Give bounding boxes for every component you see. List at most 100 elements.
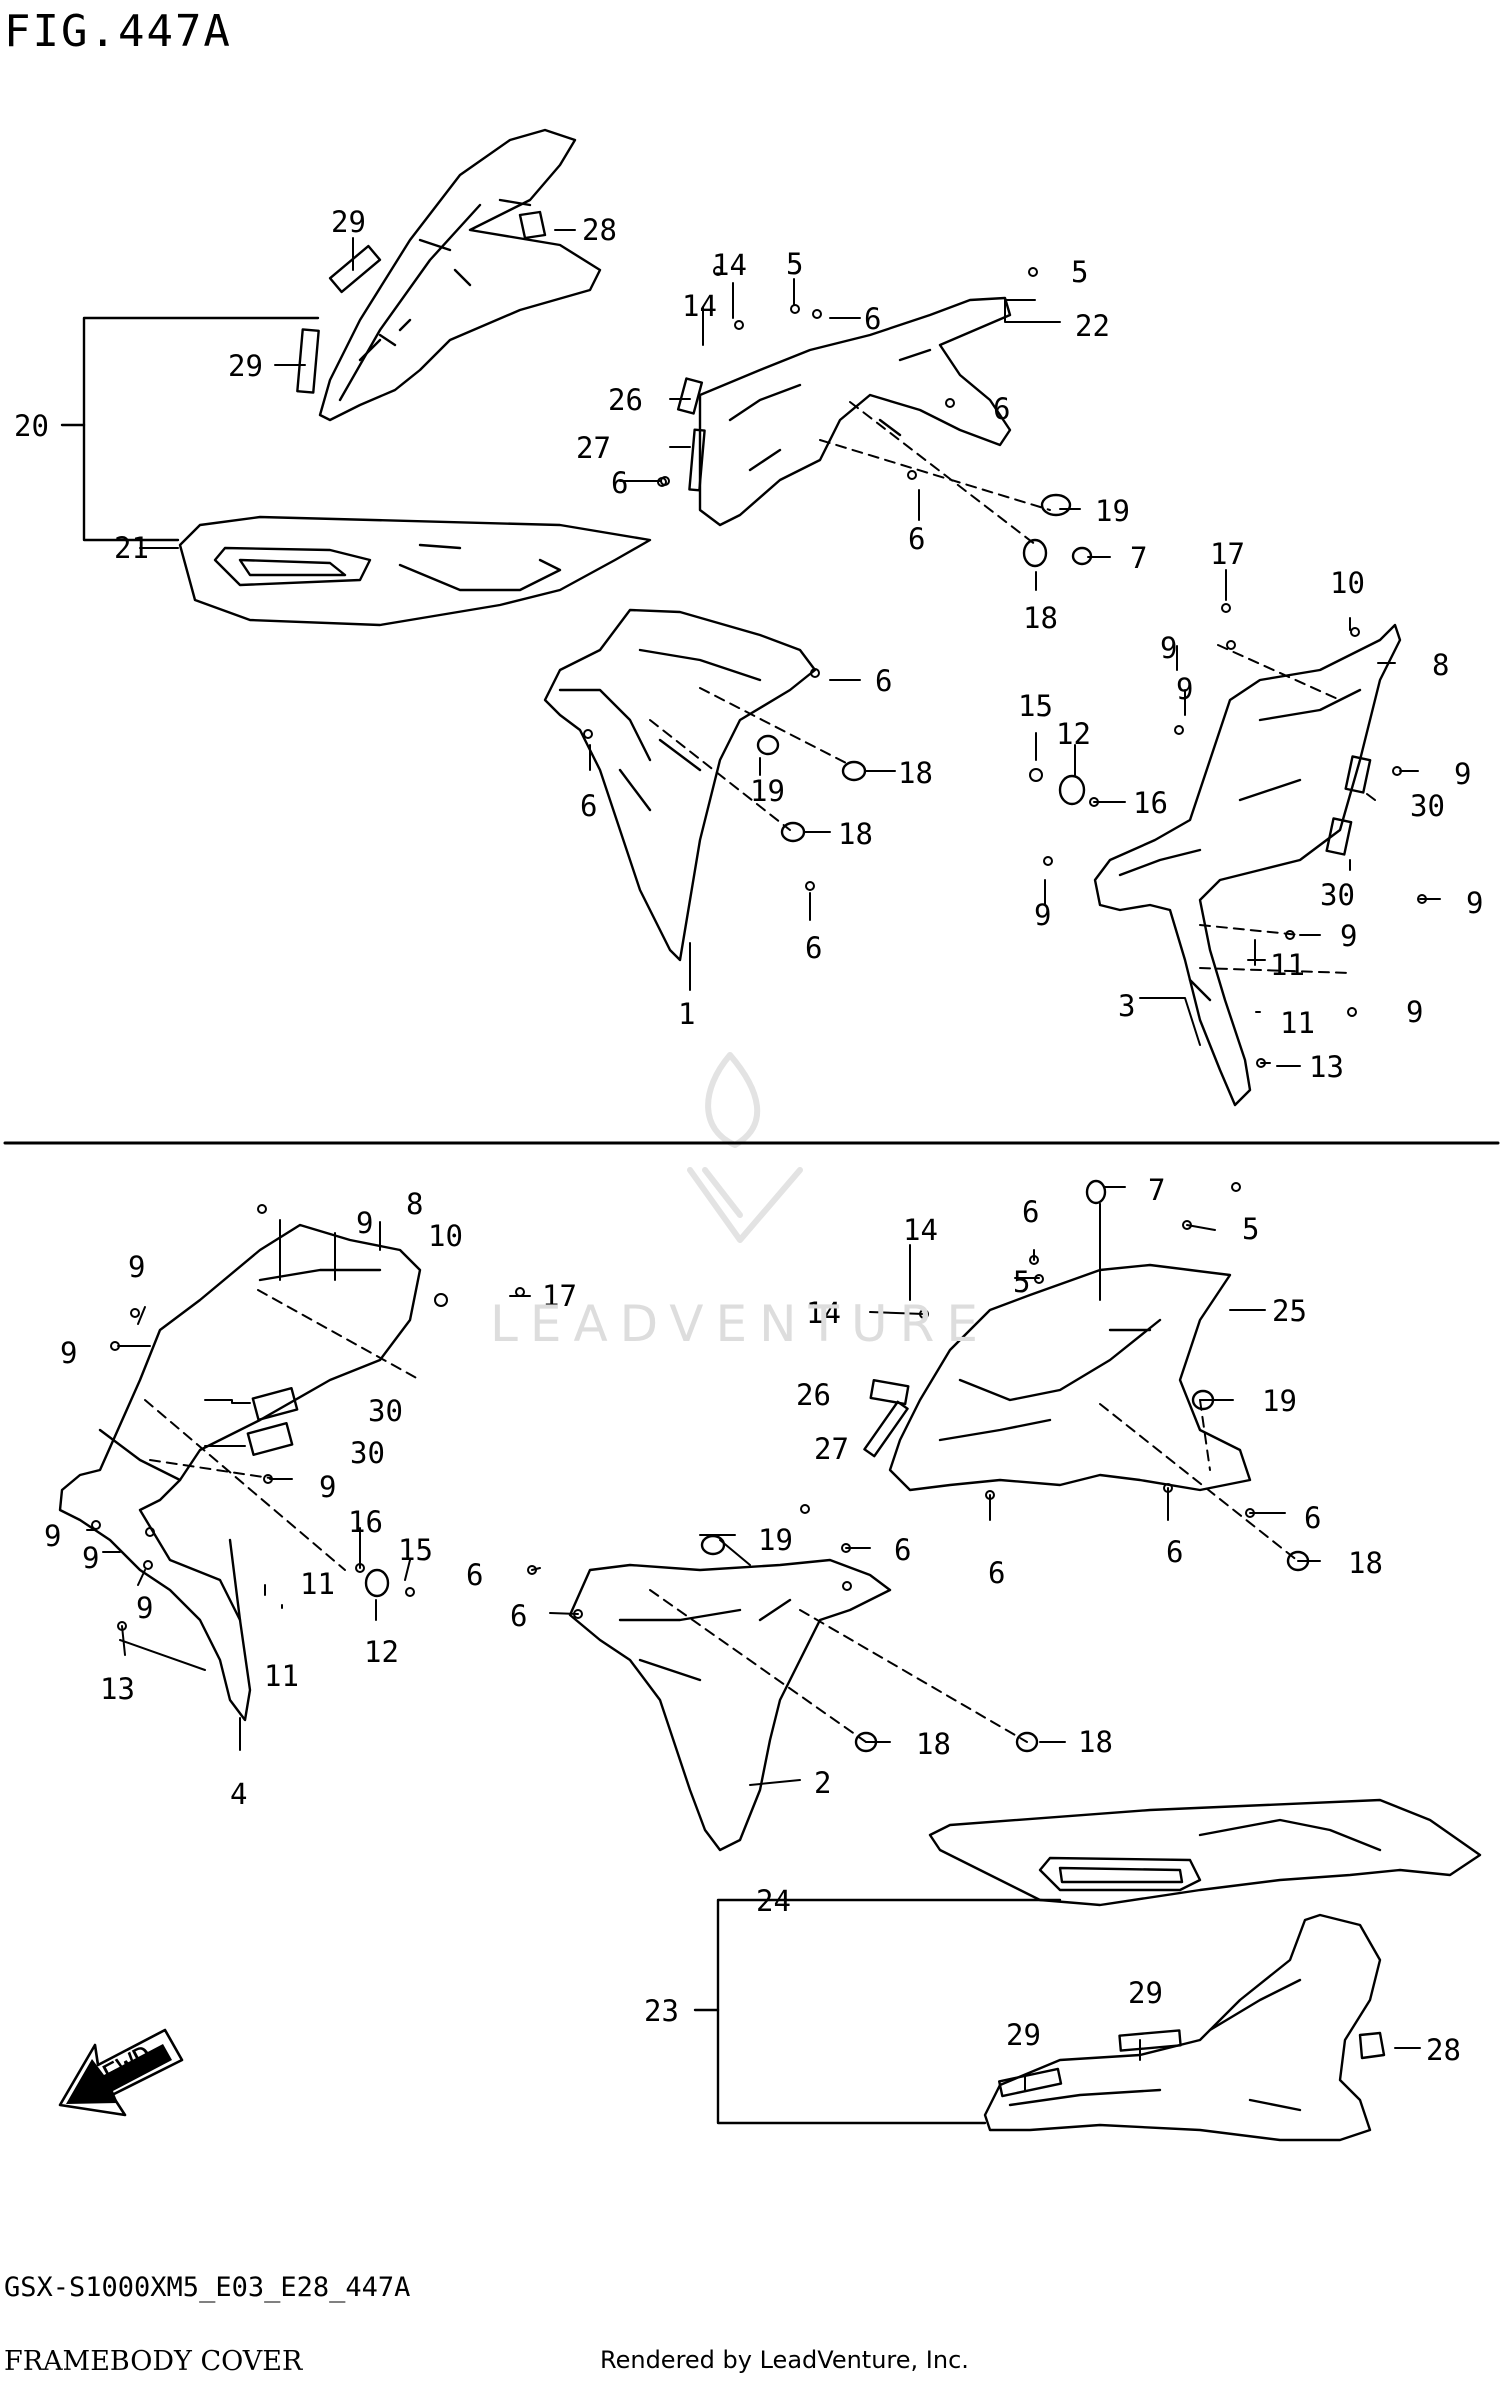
callout-16b: 16 (348, 1505, 383, 1539)
part-2-inner-panel (568, 1558, 892, 1852)
part-26-sticker-a (676, 377, 704, 415)
part-18-grommet-f (1015, 1731, 1039, 1753)
callout-11d: 11 (264, 1659, 299, 1693)
callout-6a: 6 (864, 302, 881, 336)
callout-30c: 30 (368, 1394, 403, 1428)
part-19-grommet-d (700, 1534, 726, 1556)
callout-9j: 9 (60, 1336, 77, 1370)
callout-30b: 30 (1320, 878, 1355, 912)
callout-24: 24 (756, 1884, 791, 1918)
callout-9l: 9 (44, 1519, 61, 1553)
fasteners (91, 266, 1427, 1631)
part-30-sticker-b (1325, 817, 1353, 856)
callout-15a: 15 (1018, 689, 1053, 723)
callout-6k: 6 (1166, 1535, 1183, 1569)
callout-18e: 18 (916, 1727, 951, 1761)
callout-9e: 9 (1034, 898, 1051, 932)
callout-9c: 9 (1454, 757, 1471, 791)
callout-numbers-lower: 8 9 10 9 17 9 30 30 9 9 9 16 15 9 11 12 … (44, 1173, 1461, 2067)
fwd-arrow-icon (58, 2028, 184, 2117)
callout-6n: 6 (510, 1599, 527, 1633)
bracket-20 (82, 316, 320, 542)
callout-8a: 8 (1432, 648, 1449, 682)
callout-6d: 6 (908, 522, 925, 556)
callout-9n: 9 (136, 1591, 153, 1625)
callout-9k: 9 (319, 1470, 336, 1504)
callout-27b: 27 (814, 1432, 849, 1466)
part-18-grommet-b (841, 760, 867, 782)
callout-11c: 11 (300, 1567, 335, 1601)
part-25-upper-cover (888, 1263, 1252, 1492)
callout-28b: 28 (1426, 2033, 1461, 2067)
callout-6e: 6 (875, 664, 892, 698)
callout-18b: 18 (898, 756, 933, 790)
callout-6f: 6 (580, 789, 597, 823)
callout-11b: 11 (1280, 1006, 1315, 1040)
callout-28a: 28 (582, 213, 617, 247)
part-23-side-cowl (983, 1913, 1382, 2142)
part-20-side-cowl (318, 128, 602, 422)
callout-10b: 10 (428, 1219, 463, 1253)
page-title: FIG.447A (4, 6, 232, 57)
callout-30d: 30 (350, 1436, 385, 1470)
callout-5d: 5 (1013, 1265, 1030, 1299)
render-credit: Rendered by LeadVenture, Inc. (600, 2346, 969, 2374)
callout-9f: 9 (1340, 919, 1357, 953)
part-28-sticker-b (1358, 2031, 1386, 2060)
callout-9d: 9 (1466, 886, 1483, 920)
callout-25: 25 (1272, 1294, 1307, 1328)
part-29-sticker-b (296, 328, 320, 394)
callout-6h: 6 (1022, 1195, 1039, 1229)
callout-5a: 5 (786, 247, 803, 281)
part-1-inner-panel (543, 608, 817, 962)
callout-9m: 9 (82, 1541, 99, 1575)
callout-20: 20 (14, 409, 49, 443)
callout-7b: 7 (1148, 1173, 1165, 1207)
leader-lines (86, 229, 1441, 2091)
callout-6b: 6 (993, 392, 1010, 426)
part-29-sticker-a (328, 244, 382, 294)
callout-14d: 14 (806, 1296, 841, 1330)
callout-3: 3 (1118, 989, 1135, 1023)
callout-9g: 9 (1406, 995, 1423, 1029)
callout-19c: 19 (1262, 1384, 1297, 1418)
part-26-sticker-b (869, 1378, 910, 1406)
callout-18a: 18 (1023, 601, 1058, 635)
callout-7a: 7 (1130, 541, 1147, 575)
callout-8b: 8 (406, 1187, 423, 1221)
callout-26b: 26 (796, 1378, 831, 1412)
callout-9i: 9 (128, 1250, 145, 1284)
callout-14c: 14 (903, 1213, 938, 1247)
callout-13b: 13 (100, 1672, 135, 1706)
callout-29b: 29 (228, 349, 263, 383)
callout-27a: 27 (576, 431, 611, 465)
callout-9b: 9 (1176, 672, 1193, 706)
callout-29a: 29 (331, 205, 366, 239)
callout-23: 23 (644, 1994, 679, 2028)
part-29-sticker-d (1118, 2029, 1182, 2052)
part-30-sticker-d (246, 1421, 294, 1457)
callout-19b: 19 (750, 774, 785, 808)
callout-6i: 6 (1304, 1501, 1321, 1535)
callout-6j: 6 (988, 1556, 1005, 1590)
part-22-upper-bracket (698, 296, 1012, 527)
callout-26a: 26 (608, 383, 643, 417)
callout-29c: 29 (1006, 2018, 1041, 2052)
callout-15b: 15 (398, 1533, 433, 1567)
callout-6c: 6 (611, 466, 628, 500)
callout-17a: 17 (1210, 537, 1245, 571)
callout-29d: 29 (1128, 1976, 1163, 2010)
callout-18d: 18 (1348, 1546, 1383, 1580)
callout-21: 21 (114, 531, 149, 565)
part-12-collar-b (364, 1568, 390, 1598)
part-29-sticker-c (998, 2067, 1063, 2098)
callout-11a: 11 (1270, 948, 1305, 982)
section-name: FRAMEBODY COVER (4, 2346, 303, 2377)
callout-10a: 10 (1330, 566, 1365, 600)
callout-19d: 19 (758, 1523, 793, 1557)
bracket-23 (716, 1898, 1062, 2125)
part-28-sticker-a (518, 210, 547, 240)
part-18-grommet-a (1022, 538, 1048, 568)
watermark-text: LEADVENTURE (490, 1295, 990, 1353)
